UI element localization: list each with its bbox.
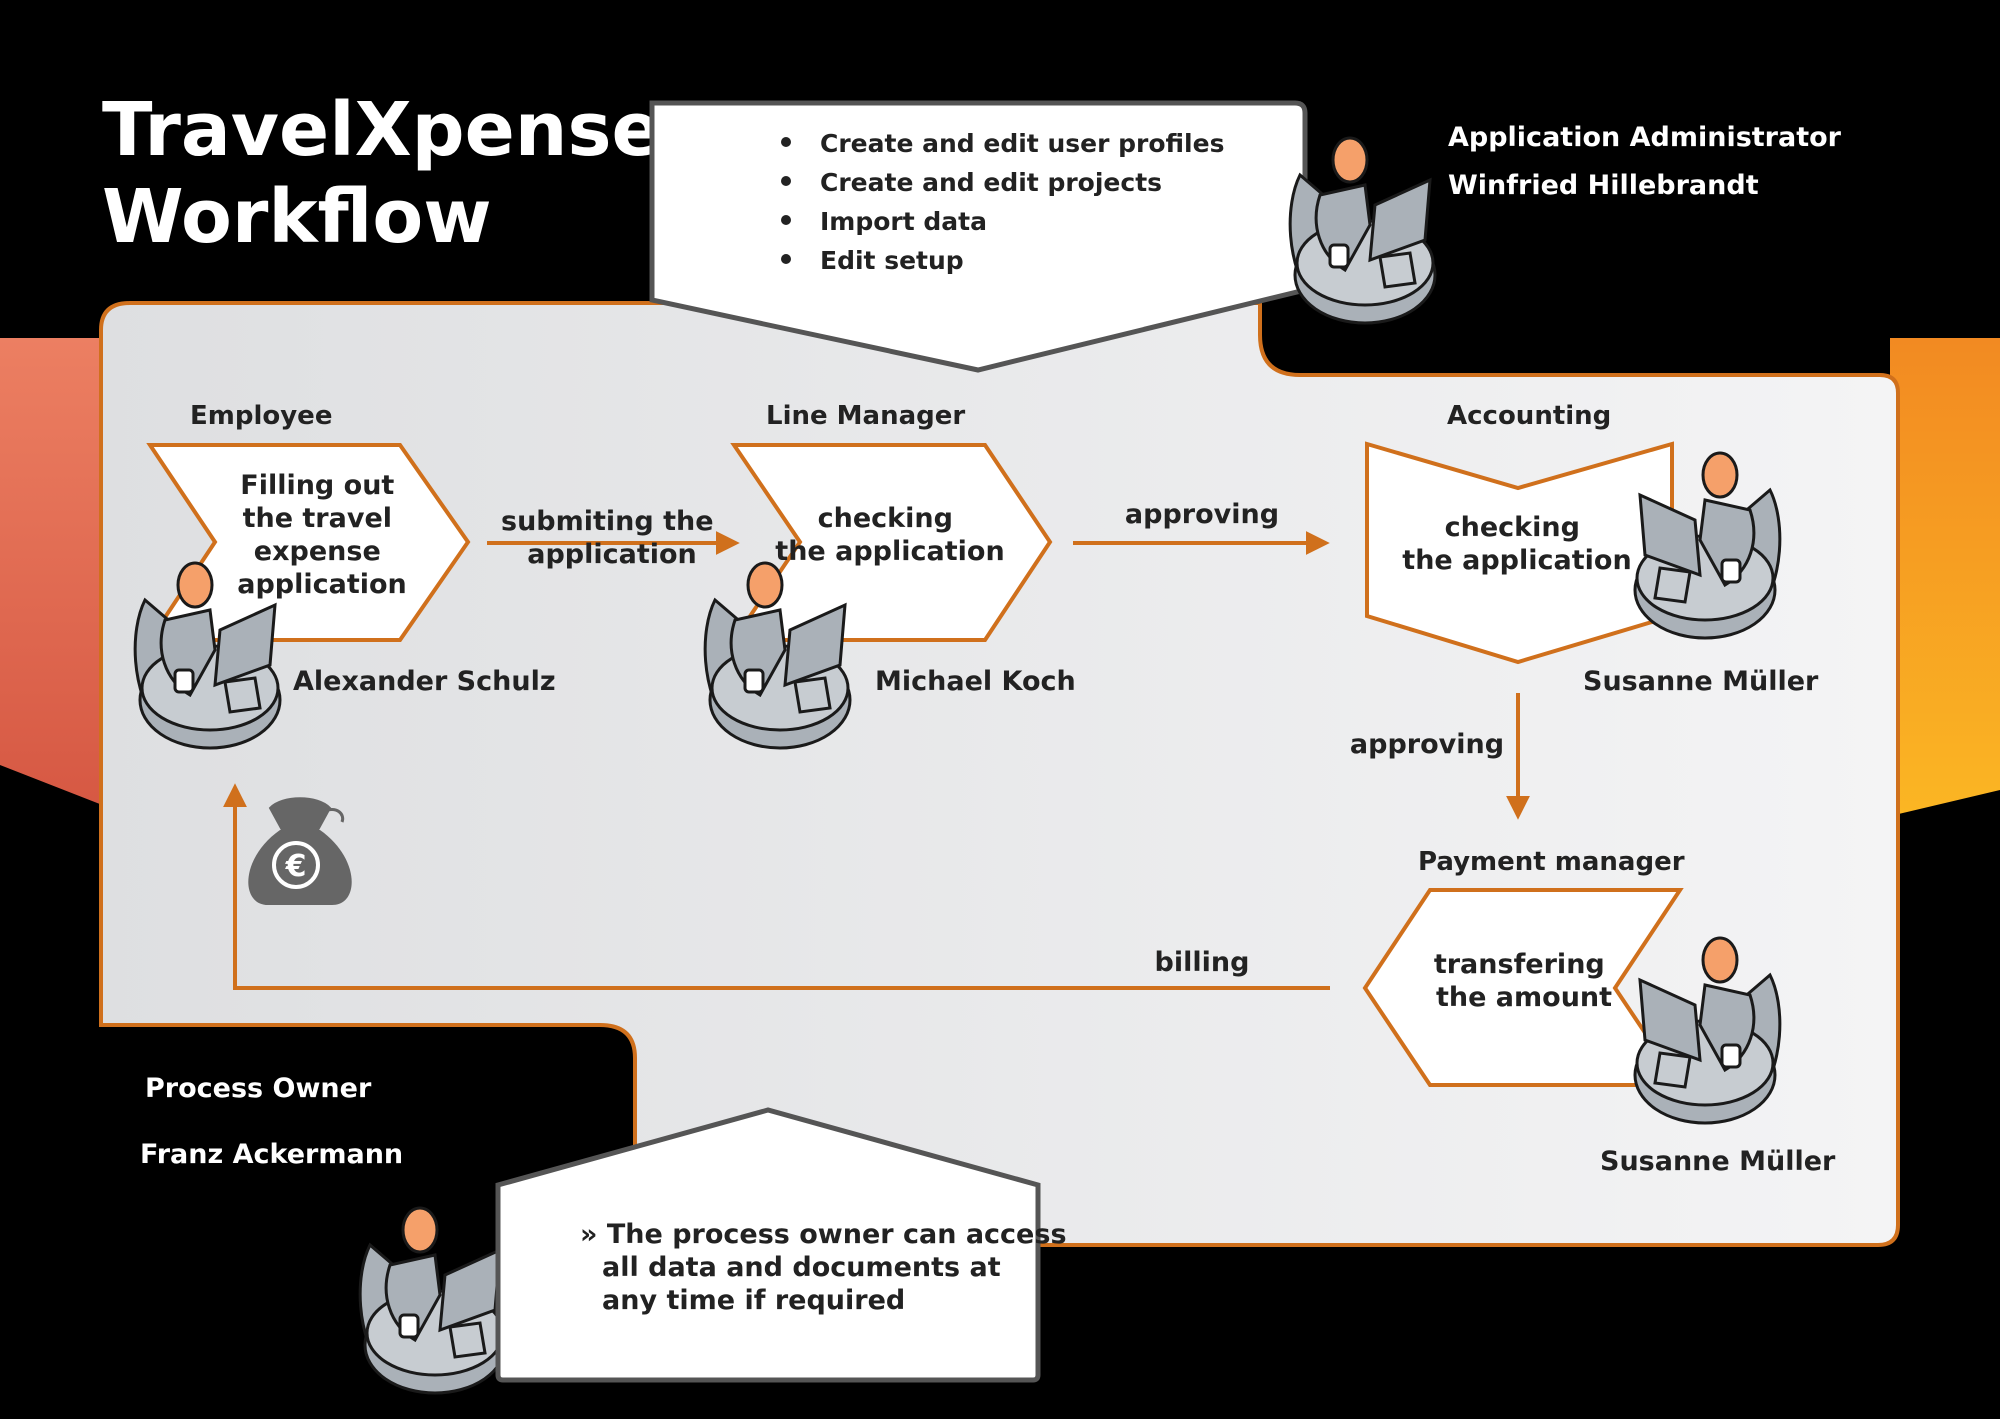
left-orange-band — [0, 338, 110, 808]
step-text-line: the application — [775, 536, 1004, 567]
process-owner-figure — [358, 1206, 507, 1395]
task-bullet — [781, 215, 791, 225]
arrow-label-line: application — [527, 539, 697, 570]
admin-role-label: Application Administrator — [1448, 122, 1842, 153]
admin-tasks-callout — [649, 100, 1308, 373]
admin-task-item: Create and edit projects — [820, 168, 1162, 197]
step-accounting-text: checking the application — [1402, 512, 1631, 576]
role-label-employee: Employee — [190, 401, 332, 431]
task-bullet — [781, 254, 791, 264]
admin-task-item: Import data — [820, 207, 987, 236]
step-text-line: checking — [1445, 512, 1580, 543]
owner-name-label: Franz Ackermann — [140, 1139, 403, 1170]
role-label-payment-manager: Payment manager — [1418, 847, 1685, 877]
owner-note-line: any time if required — [602, 1285, 905, 1316]
person-name-payment: Susanne Müller — [1600, 1146, 1836, 1177]
owner-note-line: » The process owner can access — [580, 1219, 1067, 1250]
person-name-line-manager: Michael Koch — [875, 666, 1076, 697]
step-text-line: transfering — [1434, 949, 1605, 980]
step-employee-text: Filling out the travel expense applicati… — [237, 470, 407, 600]
arrow-label-submit: submiting the application — [501, 506, 723, 570]
arrow-billing — [223, 783, 1330, 990]
owner-note-line: all data and documents at — [602, 1252, 1001, 1283]
money-bag-euro-icon: € — [248, 797, 352, 905]
right-orange-band — [1260, 338, 2000, 816]
task-bullet — [781, 176, 791, 186]
currency-symbol: € — [285, 849, 307, 884]
step-line-manager-shape — [730, 443, 1053, 642]
step-text-line: the amount — [1436, 982, 1612, 1013]
step-payment-text: transfering the amount — [1434, 949, 1614, 1013]
step-text-line: the application — [1402, 545, 1631, 576]
role-label-line-manager: Line Manager — [766, 401, 965, 431]
person-name-employee: Alexander Schulz — [293, 666, 556, 697]
owner-note-text: » The process owner can access all data … — [580, 1219, 1076, 1316]
owner-role-label: Process Owner — [145, 1073, 372, 1104]
page-title-line-1: TravelXpense — [102, 87, 662, 173]
admin-task-item: Create and edit user profiles — [820, 129, 1224, 158]
step-text-line: checking — [818, 503, 953, 534]
step-employee-shape — [146, 443, 471, 642]
admin-name-label: Winfried Hillebrandt — [1448, 170, 1759, 201]
administrator-figure — [1288, 136, 1437, 325]
arrow-label-approve-1: approving — [1125, 499, 1279, 530]
step-text-line: the travel — [243, 503, 392, 534]
role-label-accounting: Accounting — [1447, 401, 1611, 431]
arrow-label-line: submiting the — [501, 506, 714, 537]
step-text-line: expense — [254, 536, 381, 567]
arrow-label-billing: billing — [1155, 947, 1250, 978]
page-title-line-2: Workflow — [102, 174, 492, 260]
step-line-manager-text: checking the application — [775, 503, 1004, 567]
step-text-line: Filling out — [240, 470, 394, 501]
arrow-label-approve-2: approving — [1350, 729, 1504, 760]
owner-note-callout — [495, 1107, 1041, 1383]
task-bullet — [781, 137, 791, 147]
admin-task-item: Edit setup — [820, 246, 964, 275]
person-name-accounting: Susanne Müller — [1583, 666, 1819, 697]
step-text-line: application — [237, 569, 407, 600]
